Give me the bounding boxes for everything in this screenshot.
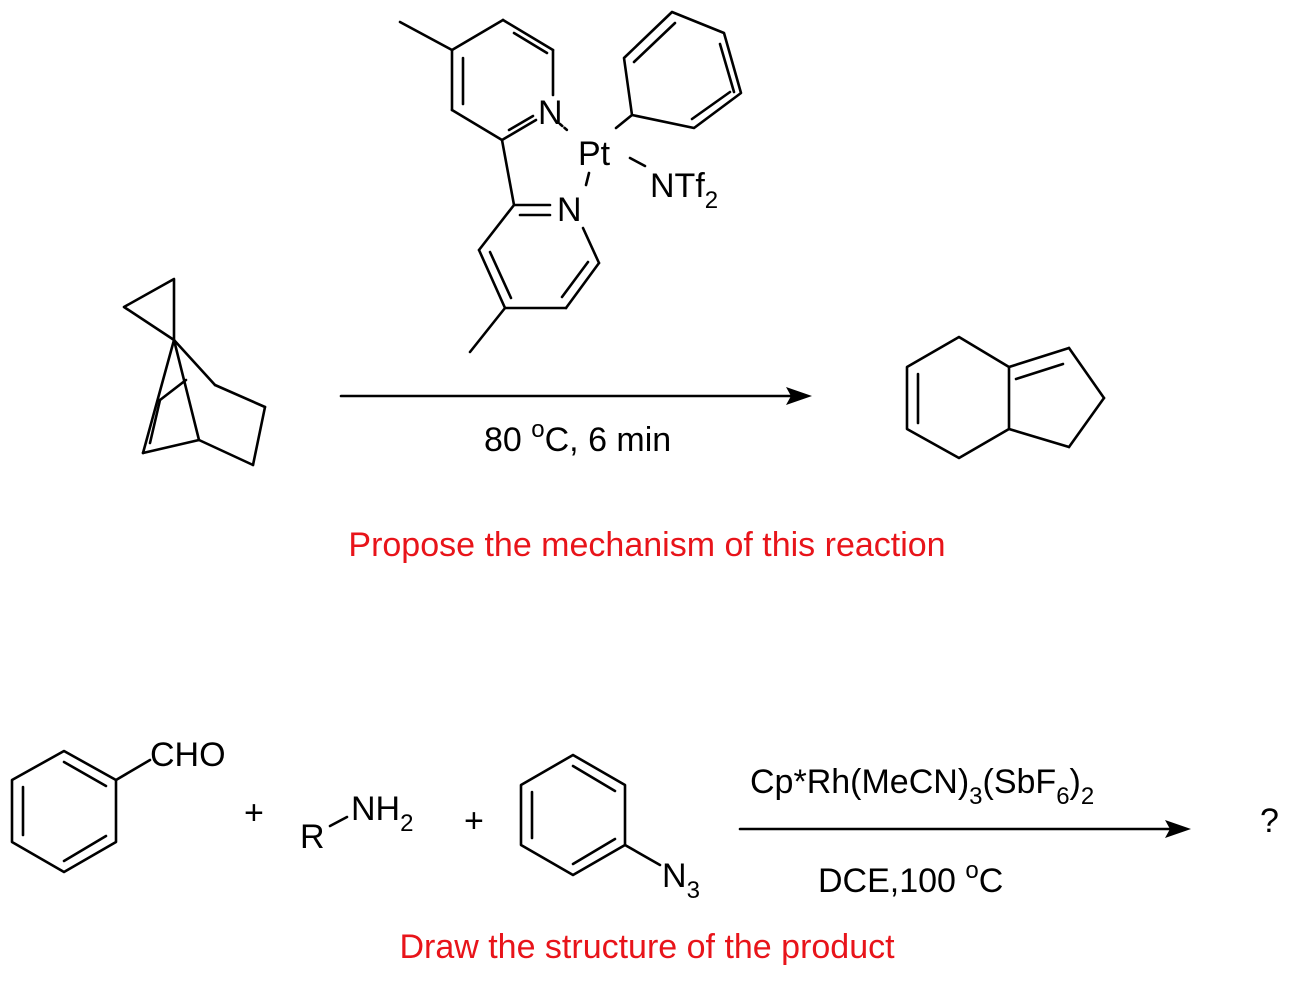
catalyst-n-top: N <box>538 94 563 132</box>
catalyst-upper-pyridine-ring <box>398 18 555 142</box>
question-draw-product: Draw the structure of the product <box>399 928 895 966</box>
catalyst-phenyl-ring <box>622 10 743 130</box>
amine-r-label: R <box>300 818 325 856</box>
catalyst-ntf-label: NTf2 <box>650 167 718 214</box>
reaction-2-catalyst: Cp*Rh(MeCN)3(SbF6)2 <box>750 763 1094 810</box>
catalyst-bipyridine-link <box>500 138 516 207</box>
amine-bond <box>328 815 349 828</box>
azide-n3-label: N3 <box>662 857 700 904</box>
catalyst-n-bottom: N <box>557 191 582 229</box>
reaction-2-arrow <box>738 820 1191 838</box>
reaction-1-conditions: 80 oC, 6 min <box>484 416 671 459</box>
amine-nh2-label: NH2 <box>351 790 413 837</box>
starting-material-spiro-norbornene <box>122 277 267 467</box>
product-bicyclic-diene <box>905 335 1106 460</box>
question-mechanism: Propose the mechanism of this reaction <box>348 526 946 564</box>
catalyst-pt-bonds <box>558 113 647 187</box>
reaction-2-conditions: DCE,100 oC <box>818 857 1003 900</box>
reaction-1-arrow <box>339 387 812 405</box>
plus-sign-1: + <box>244 794 264 832</box>
catalyst-metal-pt: Pt <box>578 135 611 173</box>
catalyst-lower-pyridine-ring <box>468 203 601 354</box>
plus-sign-2: + <box>464 802 484 840</box>
phenyl-azide-ring <box>519 753 662 877</box>
aldehyde-label: CHO <box>150 736 226 774</box>
benzaldehyde-ring <box>10 749 152 874</box>
unknown-product: ? <box>1260 802 1279 840</box>
